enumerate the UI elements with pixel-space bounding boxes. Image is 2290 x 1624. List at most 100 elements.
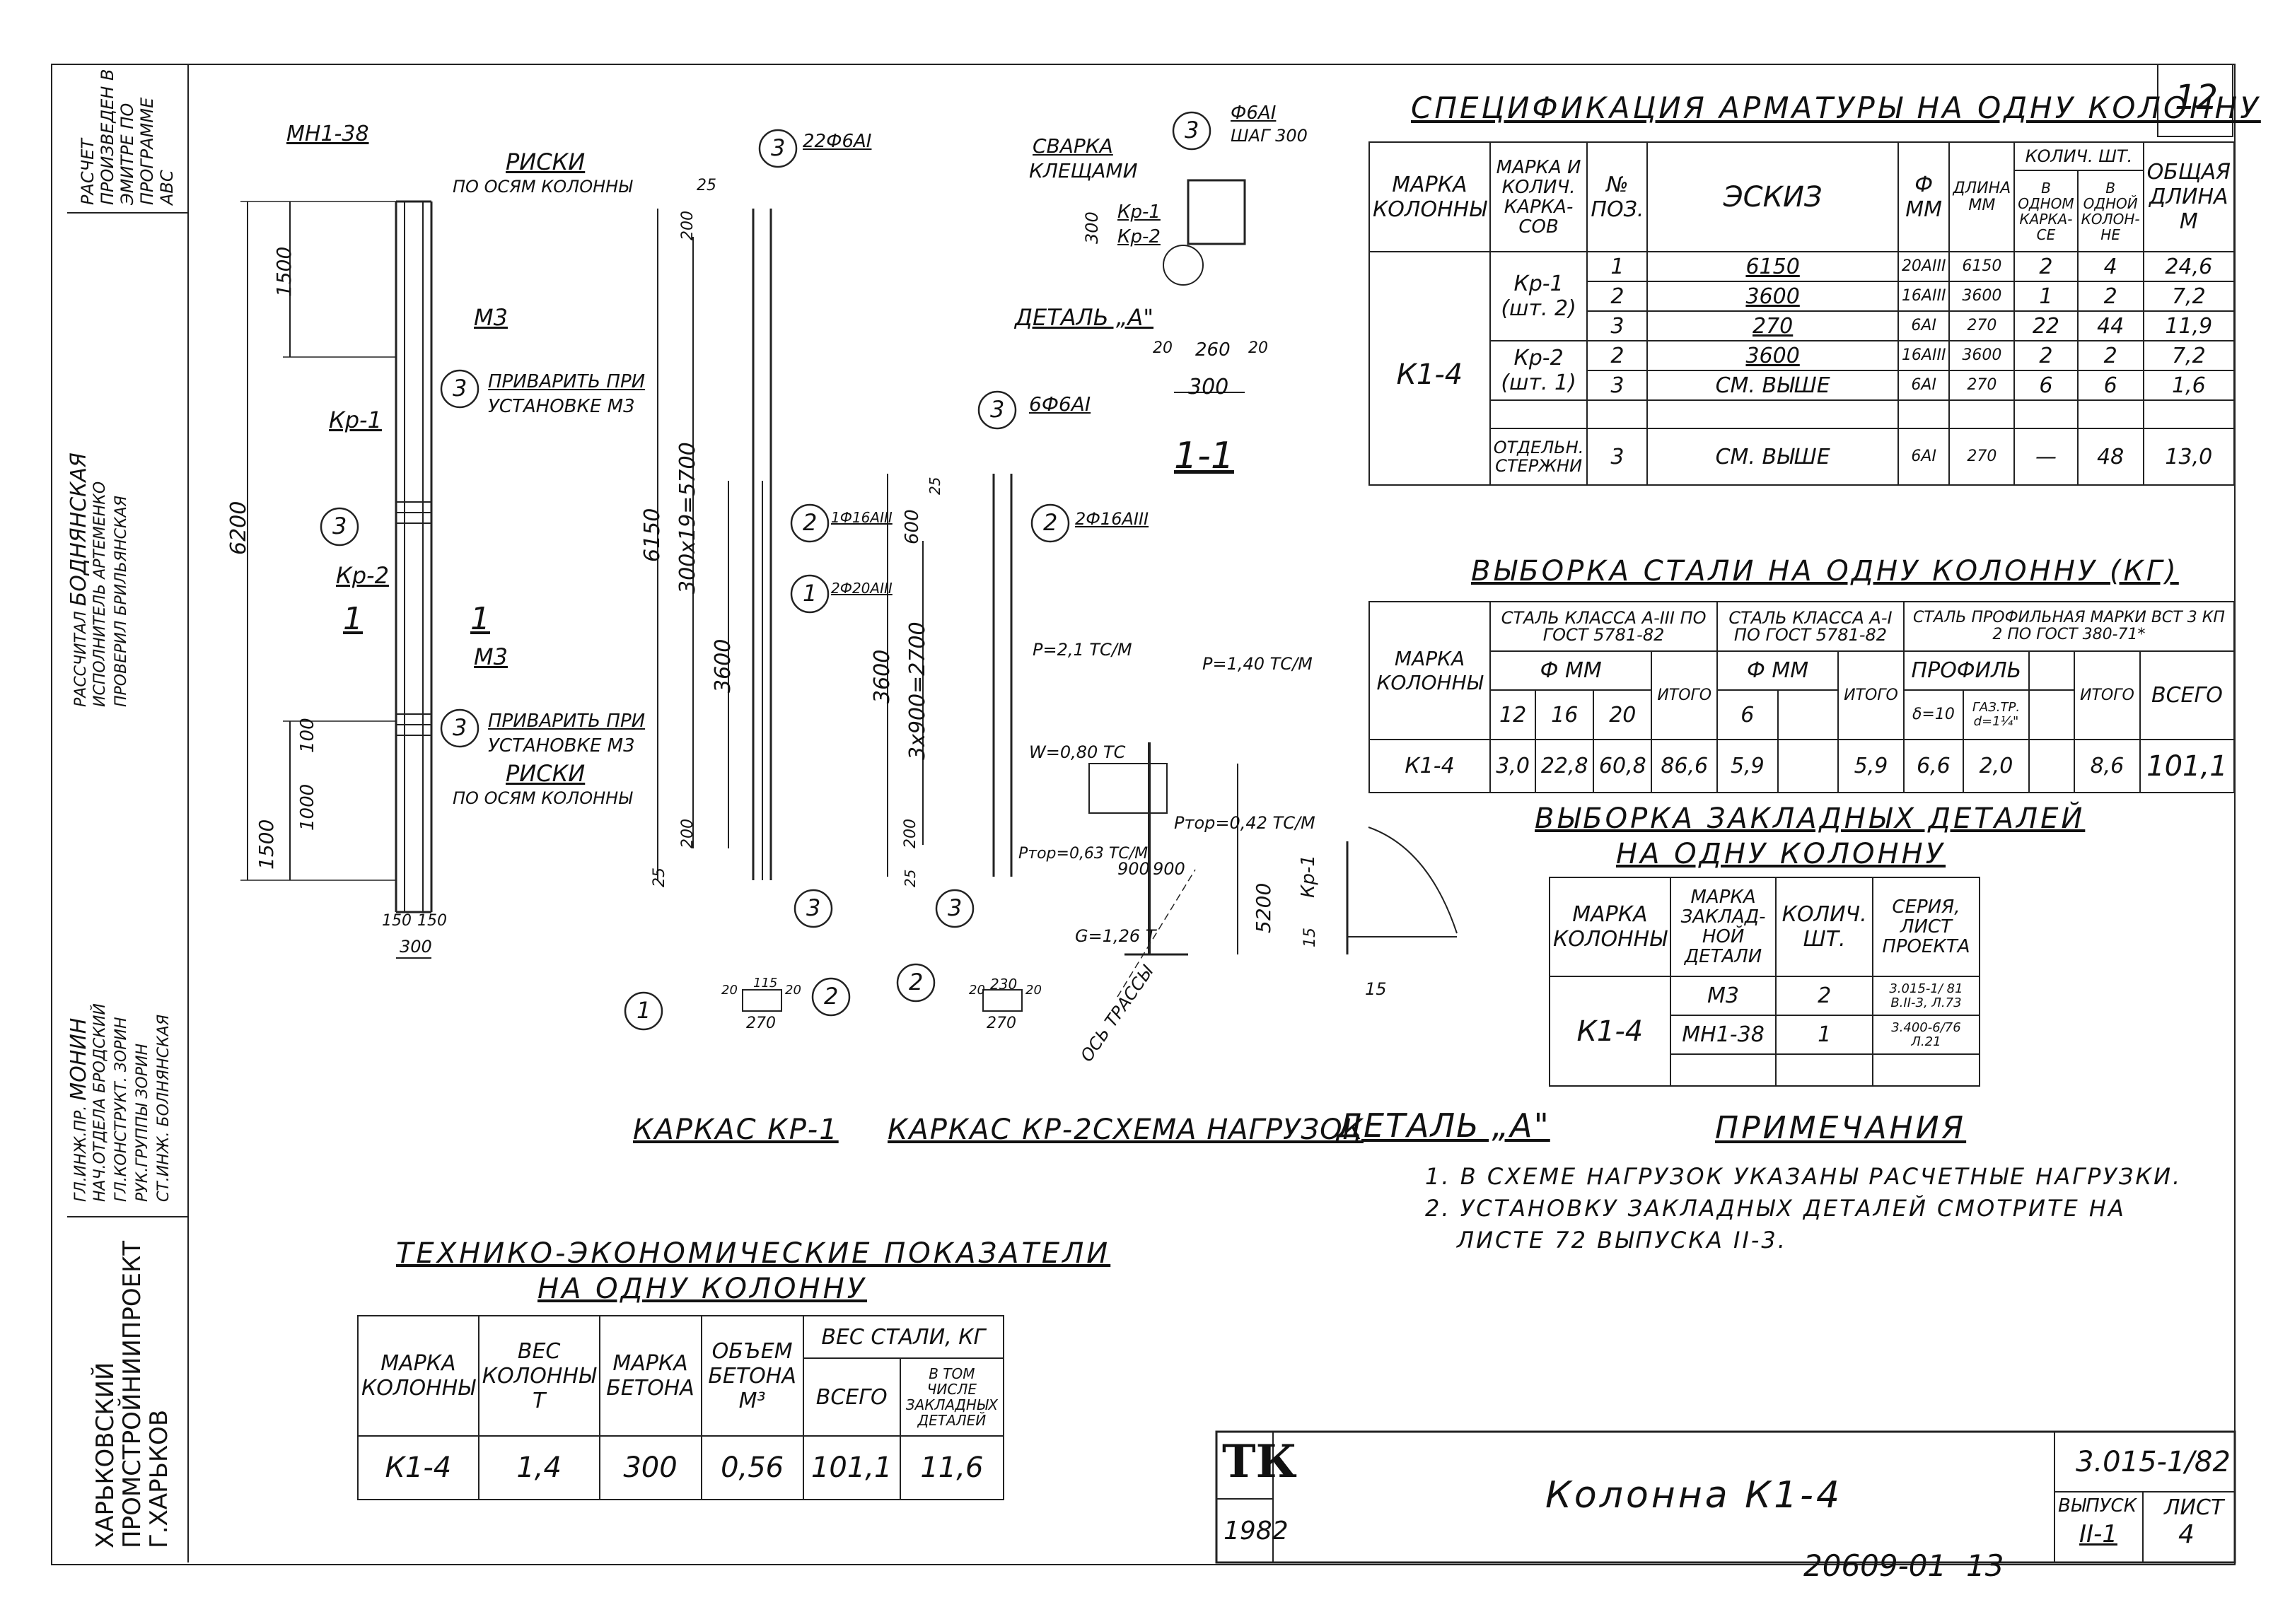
dim-600-kr2: 600 — [902, 509, 923, 544]
spec-cell-qf: — — [2013, 428, 2079, 486]
tech-cell: 101,1 — [802, 1435, 901, 1500]
steel-h-profile-sub: ПРОФИЛЬ — [1902, 650, 2030, 691]
detail-a-break — [1368, 826, 1458, 934]
dim-900-b: 900 — [1153, 859, 1185, 879]
label-kr1: Кр-1 — [329, 407, 382, 433]
spec-cell-dia: 20АIII — [1897, 251, 1951, 282]
spec-frame-kr1: Кр-1 (шт. 2) — [1489, 251, 1588, 341]
label-weld-top: ПРИВАРИТЬ ПРИ — [488, 371, 646, 392]
bubble-2-kr2sec — [896, 963, 936, 1003]
bubble-3-kr2-text: 3 — [990, 396, 1005, 423]
spec-cell-len: 270 — [1948, 310, 2016, 341]
spec-cell-pos: 3 — [1586, 428, 1649, 486]
bubble-1-kr1-text: 1 — [803, 580, 818, 607]
embed-series: 3.015-1/ 81 В.II-3, Л.73 — [1871, 976, 1981, 1016]
tech-cell: 1,4 — [477, 1435, 600, 1500]
label-mn: МН1-38 — [286, 122, 369, 146]
label-weld-tongs-sub: КЛЕЩАМИ — [1029, 159, 1138, 182]
spec-cell-dia: 6АI — [1897, 370, 1951, 401]
steel-blank — [1777, 739, 1839, 793]
embed-blank — [1775, 1053, 1873, 1087]
embed-h-series: СЕРИЯ, ЛИСТ ПРОЕКТА — [1871, 877, 1981, 977]
dim-230-kr2sec: 230 — [990, 976, 1018, 993]
spec-cell-total: 7,2 — [2142, 340, 2236, 371]
spec-cell-pos: 1 — [1586, 251, 1649, 282]
spec-cell-len: 3600 — [1948, 340, 2016, 371]
titleblock-issue-label: ВЫПУСК — [2058, 1495, 2137, 1517]
sheet-number-box — [2157, 64, 2233, 137]
label-kr2-2: 2Ф16АIII — [1075, 509, 1149, 529]
steel-h-a1: СТАЛЬ КЛАССА А-I ПО ГОСТ 5781-82 — [1716, 601, 1905, 652]
embed-title-2: НА ОДНУ КОЛОННУ — [1616, 838, 1946, 870]
spec-cell-qc: 44 — [2076, 310, 2144, 341]
footer-archive: 20609-01 — [1803, 1548, 1947, 1583]
dim-6200: 6200 — [226, 501, 251, 555]
dim-25-kr1-top: 25 — [697, 177, 716, 194]
spec-cell-sketch: СМ. ВЫШЕ — [1646, 428, 1899, 486]
spec-frame-separate: ОТДЕЛЬН. СТЕРЖНИ — [1489, 428, 1588, 486]
dim-20-kr2sec-b: 20 — [1025, 983, 1042, 998]
label-detail-kr1: Кр-1 — [1298, 855, 1319, 898]
spec-cell-sketch: СМ. ВЫШЕ — [1646, 370, 1899, 401]
dim-20-kr1sec-a: 20 — [721, 983, 738, 998]
spec-h-len: ДЛИНА ММ — [1948, 141, 2016, 252]
titleblock-sheet: 4 — [2178, 1520, 2195, 1549]
embed-h-part: МАРКА ЗАКЛАД-НОЙ ДЕТАЛИ — [1669, 877, 1777, 977]
steel-cell: 5,9 — [1716, 739, 1779, 793]
section-1-1-outline — [1187, 179, 1246, 245]
steel-h-itogo-a3: ИТОГО — [1651, 650, 1719, 740]
load-scheme-area — [1088, 763, 1168, 814]
spec-cell-pos: 3 — [1586, 310, 1649, 341]
label-p2: Р=1,40 ТС/М — [1202, 654, 1313, 674]
spec-cell-pos: 2 — [1586, 340, 1649, 371]
spec-cell-qf: 22 — [2013, 310, 2079, 341]
spec-h-total: ОБЩАЯ ДЛИНА М — [2142, 141, 2236, 252]
dim-1500-top: 1500 — [272, 246, 296, 297]
column-stirrups — [396, 501, 431, 736]
dim-3600-kr1: 3600 — [711, 638, 736, 693]
kr1-section — [742, 989, 782, 1012]
dim-1500-bottom: 1500 — [255, 819, 278, 870]
dim-6150: 6150 — [640, 508, 665, 562]
dim-150b: 150 — [417, 912, 447, 930]
spec-cell-total: 13,0 — [2142, 428, 2236, 486]
tech-cell: 300 — [598, 1435, 702, 1500]
steel-sub-6: 6 — [1716, 689, 1779, 740]
steel-sub-12: 12 — [1489, 689, 1537, 740]
label-weld-top-sub: УСТАНОВКЕ М3 — [488, 396, 635, 417]
dim-200-kr1-top: 200 — [679, 211, 697, 240]
label-section-1a: 1 — [343, 601, 363, 637]
embed-series: 3.400-6/76 Л.21 — [1871, 1015, 1981, 1055]
label-p1: Р=2,1 ТС/М — [1033, 640, 1132, 660]
spec-cell-qc: 6 — [2076, 370, 2144, 401]
steel-cell: 60,8 — [1593, 739, 1653, 793]
spec-cell-total: 1,6 — [2142, 370, 2236, 401]
steel-sub-delta: δ=10 — [1902, 689, 1964, 740]
steel-blank — [2028, 739, 2076, 793]
spec-cell-qf: 2 — [2013, 340, 2079, 371]
dim-150a: 150 — [382, 912, 412, 930]
bubble-3-kr1sec-text: 3 — [806, 894, 821, 921]
caption-kr2: КАРКАС КР-2 — [888, 1114, 1093, 1146]
tech-h-steel: ВЕС СТАЛИ, КГ — [802, 1315, 1005, 1359]
dim-260-sec: 260 — [1195, 339, 1231, 361]
spec-h-frame: МАРКА И КОЛИЧ. КАРКА-СОВ — [1489, 141, 1588, 252]
tech-cell: К1-4 — [357, 1435, 479, 1500]
caption-kr1: КАРКАС КР-1 — [633, 1114, 839, 1146]
steel-cell: 3,0 — [1489, 739, 1537, 793]
bubble-3-a-text: 3 — [453, 375, 467, 402]
tech-table: МАРКА КОЛОННЫ ВЕС КОЛОННЫ Т МАРКА БЕТОНА… — [357, 1315, 1005, 1500]
spec-blank — [1646, 399, 1899, 429]
dim-20-kr1sec-b: 20 — [785, 983, 801, 998]
tech-h-total: ВСЕГО — [802, 1357, 901, 1437]
bubble-3-kr2sec — [935, 889, 975, 928]
spec-cell-qc: 2 — [2076, 281, 2144, 312]
bubble-1-kr1 — [790, 574, 830, 614]
label-kr1-2: 1Ф16АIII — [831, 509, 893, 526]
label-weld-tongs: СВАРКА — [1033, 134, 1113, 158]
spec-cell-sketch: 6150 — [1646, 251, 1899, 282]
spec-blank — [2142, 399, 2236, 429]
steel-h-phi-a3: Ф ММ — [1489, 650, 1653, 691]
bubble-3-c — [440, 708, 479, 748]
steel-h-a3: СТАЛЬ КЛАССА А-III ПО ГОСТ 5781-82 — [1489, 601, 1719, 652]
